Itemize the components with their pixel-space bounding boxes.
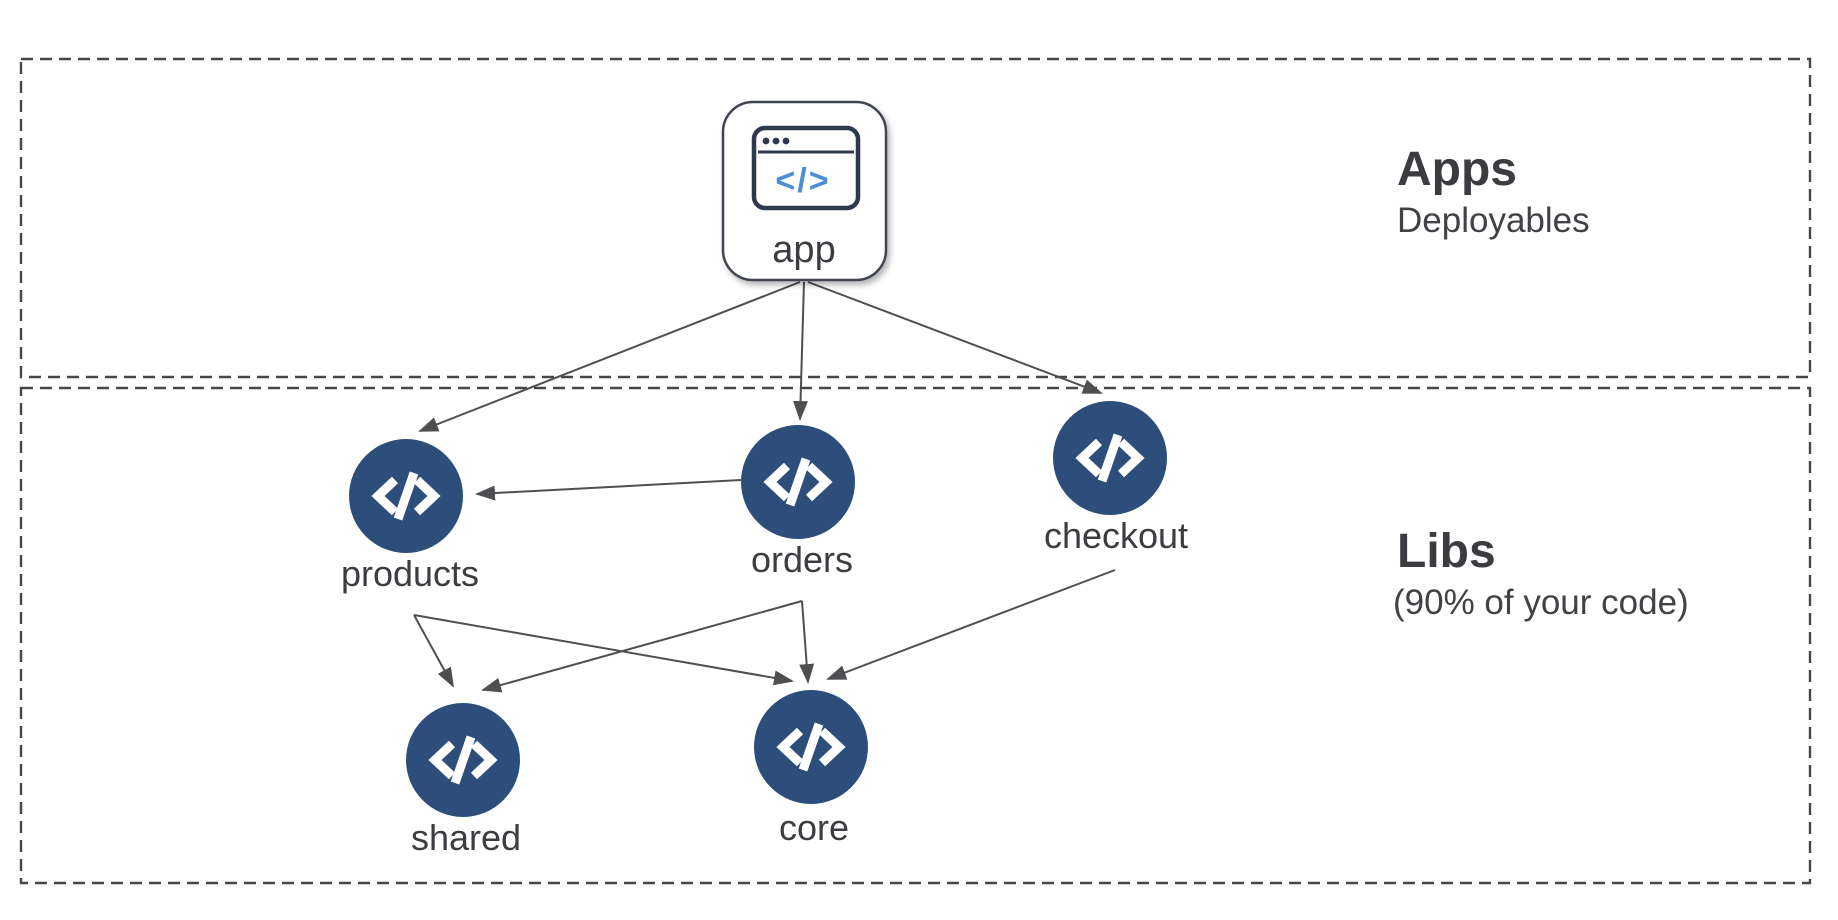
- edge-checkout-core: [826, 569, 1116, 680]
- app-node-label: app: [772, 229, 835, 271]
- edge-orders-products: [475, 479, 742, 501]
- libs-section-label: Libs (90% of your code): [1393, 525, 1689, 622]
- code-icon: [776, 722, 846, 772]
- edge-app-products: [418, 281, 801, 432]
- code-icon: [763, 457, 833, 507]
- apps-section-subtitle: Deployables: [1397, 201, 1590, 240]
- shared-node-label: shared: [411, 817, 521, 858]
- edge-orders-core: [799, 600, 815, 684]
- libs-section-box: [19, 386, 1812, 885]
- edge-products-core: [413, 614, 794, 686]
- node-core: core: [754, 690, 868, 848]
- apps-section-title: Apps: [1397, 143, 1517, 196]
- edge-app-checkout: [807, 281, 1103, 394]
- browser-code-glyph: </>: [775, 162, 830, 200]
- edge-app-orders: [793, 281, 809, 421]
- node-shared: shared: [406, 703, 521, 858]
- code-icon: [1075, 433, 1145, 483]
- edges: [413, 281, 1116, 693]
- orders-node-label: orders: [751, 539, 853, 580]
- edge-products-shared: [413, 614, 454, 688]
- core-node-label: core: [779, 807, 849, 848]
- products-node-label: products: [341, 553, 479, 594]
- browser-window-code-icon: </>: [751, 125, 861, 211]
- edge-orders-shared: [481, 600, 803, 693]
- checkout-node-label: checkout: [1044, 515, 1188, 556]
- libs-section-title: Libs: [1397, 525, 1496, 578]
- libs-section-subtitle: (90% of your code): [1393, 583, 1689, 622]
- apps-section-label: Apps Deployables: [1397, 143, 1590, 240]
- code-icon: [371, 471, 441, 521]
- node-products: products: [341, 439, 479, 594]
- apps-section-box: [19, 57, 1812, 379]
- node-app: </> app: [721, 100, 888, 282]
- node-orders: orders: [741, 425, 855, 580]
- node-checkout: checkout: [1044, 401, 1188, 556]
- code-icon: [428, 735, 498, 785]
